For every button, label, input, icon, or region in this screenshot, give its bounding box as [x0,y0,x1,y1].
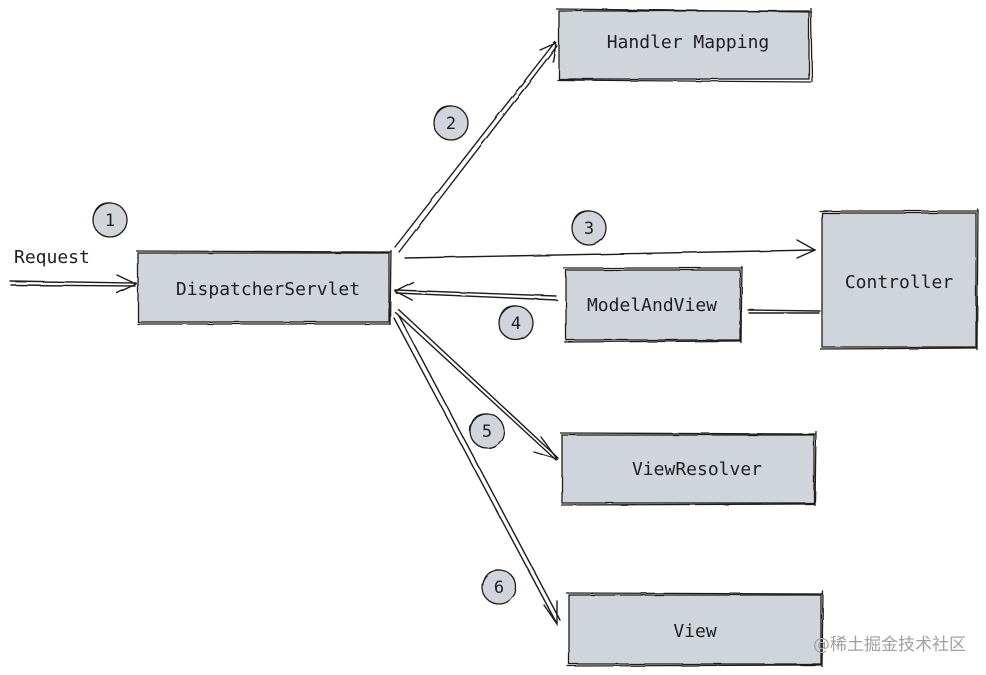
handler-mapping-label: Handler Mapping [607,32,770,53]
view-label: View [673,621,717,642]
step-number: 5 [482,422,492,442]
handler-mapping-node: Handler Mapping [555,7,813,83]
model-and-view-label: ModelAndView [587,295,717,316]
watermark-text: @稀土掘金技术社区 [813,635,966,655]
view-resolver-label: ViewResolver [632,459,762,480]
step-badge-4: 4 [498,305,534,341]
arrow-modelandview-to-dispatcher [393,281,558,301]
arrow-to-handler-mapping [394,41,558,253]
controller-label: Controller [845,272,954,293]
model-and-view-node: ModelAndView [563,265,743,344]
step-number: 4 [511,314,521,334]
dispatcher-servlet-node: DispatcherServlet [135,249,392,326]
controller-node: Controller [819,208,979,351]
arrow-to-controller [404,239,817,259]
view-resolver-node: ViewResolver [559,430,817,507]
step-number: 1 [105,211,115,231]
step-number: 3 [584,219,594,239]
step-badge-3: 3 [571,210,607,246]
arrow-to-view-resolver [394,308,559,461]
step-number: 6 [494,578,504,598]
dispatcher-servlet-label: DispatcherServlet [176,279,360,300]
request-label: Request [14,247,90,268]
request-arrow [9,274,138,294]
step-badge-5: 5 [469,413,505,449]
view-node: View [565,590,824,668]
line-controller-to-modelandview [747,309,821,314]
step-badge-2: 2 [433,105,469,141]
step-badge-1: 1 [92,202,128,238]
step-number: 2 [446,114,456,134]
step-badge-6: 6 [481,569,517,605]
arrow-to-view [393,315,561,627]
